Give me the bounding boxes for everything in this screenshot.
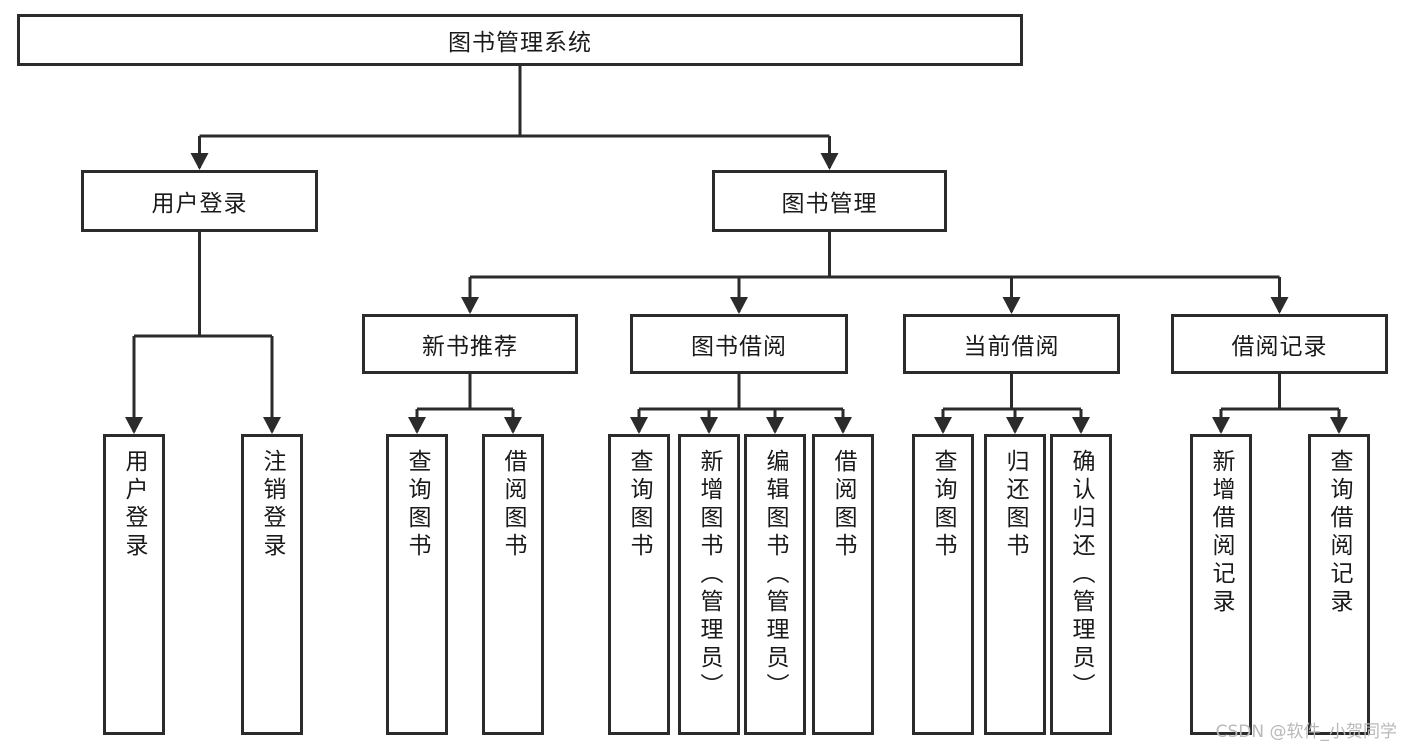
arrow-head-icon: [934, 417, 952, 434]
node-root[interactable]: 图书管理系统: [17, 14, 1023, 66]
node-leaf-12-label: 查询借阅记录: [1326, 449, 1352, 617]
node-leaf-4[interactable]: 查询图书: [608, 434, 670, 735]
node-l2-0[interactable]: 用户登录: [81, 170, 318, 232]
node-leaf-3[interactable]: 借阅图书: [482, 434, 544, 735]
node-leaf-9[interactable]: 归还图书: [984, 434, 1046, 735]
arrow-head-icon: [504, 417, 522, 434]
node-l3-3-label: 借阅记录: [1231, 334, 1328, 360]
arrow-head-icon: [263, 417, 281, 434]
node-l3-1-label: 图书借阅: [691, 334, 787, 360]
node-leaf-1-label: 注销登录: [259, 449, 285, 561]
arrow-head-icon: [125, 417, 143, 434]
arrow-head-icon: [1212, 417, 1230, 434]
node-leaf-5[interactable]: 新增图书（管理员）: [678, 434, 740, 735]
arrow-head-icon: [408, 417, 426, 434]
node-l3-2-label: 当前借阅: [963, 334, 1060, 360]
node-leaf-3-label: 借阅图书: [500, 449, 526, 561]
node-leaf-11[interactable]: 新增借阅记录: [1190, 434, 1252, 735]
node-l3-2[interactable]: 当前借阅: [903, 314, 1120, 374]
node-root-label: 图书管理系统: [448, 30, 592, 56]
node-leaf-0-label: 用户登录: [121, 449, 147, 561]
node-leaf-7-label: 借阅图书: [830, 449, 856, 561]
node-leaf-7[interactable]: 借阅图书: [812, 434, 874, 735]
node-l3-0-label: 新书推荐: [422, 334, 518, 360]
arrow-head-icon: [1270, 297, 1289, 314]
arrow-head-icon: [834, 417, 852, 434]
arrow-head-icon: [700, 417, 718, 434]
node-leaf-8[interactable]: 查询图书: [912, 434, 974, 735]
arrow-head-icon: [630, 417, 648, 434]
node-l3-1[interactable]: 图书借阅: [630, 314, 848, 374]
arrow-head-icon: [1072, 417, 1090, 434]
node-leaf-10[interactable]: 确认归还（管理员）: [1050, 434, 1112, 735]
node-leaf-9-label: 归还图书: [1002, 449, 1028, 561]
arrow-head-icon: [461, 297, 479, 314]
node-leaf-12[interactable]: 查询借阅记录: [1308, 434, 1370, 735]
arrow-head-icon: [1330, 417, 1348, 434]
node-l2-0-label: 用户登录: [151, 191, 248, 217]
arrow-head-icon: [1002, 297, 1021, 314]
node-leaf-8-label: 查询图书: [930, 449, 956, 561]
node-leaf-6[interactable]: 编辑图书（管理员）: [744, 434, 806, 735]
node-leaf-4-label: 查询图书: [626, 449, 652, 561]
node-l3-3[interactable]: 借阅记录: [1171, 314, 1388, 374]
node-leaf-1[interactable]: 注销登录: [241, 434, 303, 735]
node-leaf-0[interactable]: 用户登录: [103, 434, 165, 735]
arrow-head-icon: [1006, 417, 1024, 434]
node-leaf-6-label: 编辑图书（管理员）: [762, 449, 788, 701]
node-leaf-10-label: 确认归还（管理员）: [1068, 449, 1094, 701]
node-leaf-2-label: 查询图书: [404, 449, 430, 561]
node-l3-0[interactable]: 新书推荐: [362, 314, 578, 374]
node-l2-1[interactable]: 图书管理: [712, 170, 947, 232]
node-leaf-2[interactable]: 查询图书: [386, 434, 448, 735]
arrow-head-icon: [766, 417, 784, 434]
node-l2-1-label: 图书管理: [781, 191, 878, 217]
arrow-head-icon: [820, 153, 839, 170]
node-leaf-5-label: 新增图书（管理员）: [696, 449, 722, 701]
arrow-head-icon: [730, 297, 748, 314]
arrow-head-icon: [190, 153, 209, 170]
node-leaf-11-label: 新增借阅记录: [1208, 449, 1234, 617]
